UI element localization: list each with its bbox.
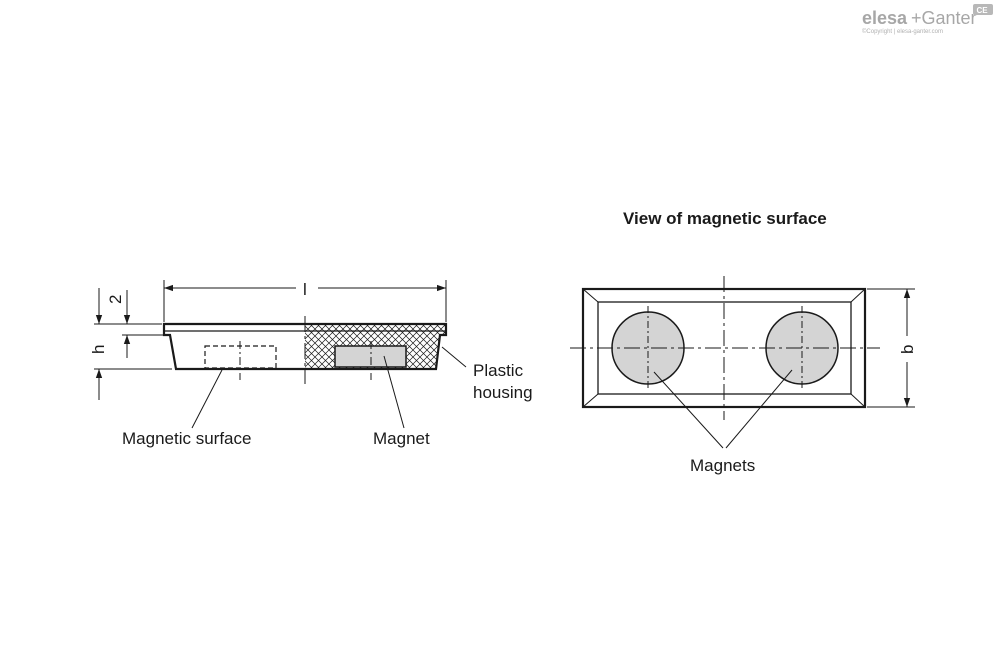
leader-magnetic-surface: [191, 369, 223, 429]
dimension-length: l: [163, 280, 447, 322]
label-housing-line2: housing: [473, 383, 533, 402]
side-view: l h 2 Magnetic surface Magnet Plastic ho…: [89, 280, 533, 448]
leader-magnet: [383, 355, 405, 429]
frame-bevel-tr: [850, 288, 866, 303]
brand-logo: elesa +Ganter ©Copyright | elesa-ganter.…: [862, 4, 993, 35]
logo-ganter: +Ganter: [911, 8, 977, 28]
label-plastic-line1: Plastic: [473, 361, 524, 380]
dimension-b-label: b: [898, 345, 917, 354]
frame-bevel-br: [850, 393, 866, 408]
leader-plastic-housing: [441, 346, 467, 368]
leader-magnets-left: [653, 371, 724, 449]
label-magnet: Magnet: [373, 429, 430, 448]
frame-bevel-bl: [582, 393, 599, 408]
label-magnetic-surface: Magnetic surface: [122, 429, 251, 448]
dimension-2-label: 2: [106, 295, 125, 304]
dimension-l-label: l: [303, 280, 307, 299]
top-view-title: View of magnetic surface: [623, 209, 827, 228]
logo-copyright: ©Copyright | elesa-ganter.com: [862, 28, 943, 35]
ce-badge: CE: [973, 4, 993, 15]
ce-badge-text: CE: [977, 6, 989, 15]
label-magnets: Magnets: [690, 456, 755, 475]
frame-bevel-tl: [582, 288, 599, 303]
dimension-h-label: h: [89, 345, 108, 354]
dimension-width: b: [867, 288, 917, 408]
logo-elesa: elesa: [862, 8, 908, 28]
leader-magnets-right: [725, 369, 793, 449]
top-view: View of magnetic surface b Magnets: [570, 209, 917, 475]
dimension-height: h 2: [89, 288, 172, 400]
